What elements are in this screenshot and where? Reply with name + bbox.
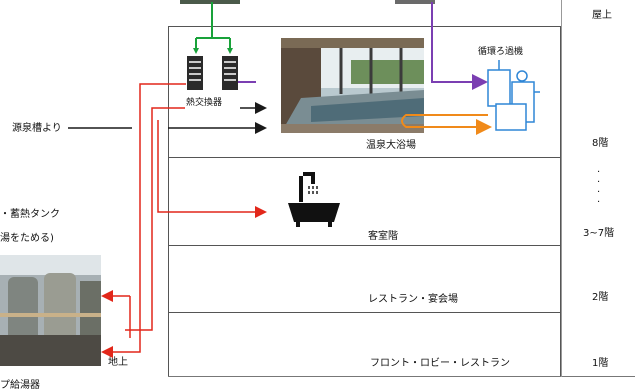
label-supply-bottom: プ給湯器 [0,380,40,391]
floor-divider-2f [168,312,561,313]
floor-divider-8f [168,157,561,158]
label-source-tank: 源泉槽より [12,123,62,134]
rooftop-equipment-fragment [180,0,240,4]
label-filtration: 循環ろ過機 [478,47,524,57]
heat-exchanger-icon [187,56,238,90]
floor-label-8f: 8階 [592,138,609,149]
purple-circulation-line [238,2,488,90]
floor-label-3-7f: 3~7階 [583,228,615,239]
label-tank-line1: ・蓄熱タンク [0,209,60,220]
ground-line [168,376,635,377]
filtration-machine-icon [487,60,540,131]
green-supply-lines [193,2,233,54]
room-label-front-lobby: フロント・ロビー・レストラン [370,358,510,369]
ellipsis-dots: ···· [597,167,601,208]
hot-spring-bath-photo [281,38,424,133]
room-label-guest-floors: 客室階 [368,231,398,242]
shower-bathtub-icon [288,172,340,227]
floor-divider-guest [168,245,561,246]
floor-label-1f: 1階 [592,358,609,369]
red-hot-water-lines [101,83,267,358]
room-label-hot-spring-bath: 温泉大浴場 [366,140,416,151]
label-tank-line2: 湯をためる) [0,233,54,244]
floor-label-rooftop: 屋上 [592,10,612,21]
storage-tank-photo [0,255,101,366]
orange-return-loop [401,114,492,135]
floor-label-2f: 2階 [592,292,609,303]
floor-column-divider [561,0,562,377]
label-heat-exchanger: 熱交換器 [186,98,223,108]
room-label-restaurant-banquet: レストラン・宴会場 [368,294,458,305]
rooftop-equipment-fragment-2 [395,0,435,4]
label-ground: 地上 [108,357,128,368]
